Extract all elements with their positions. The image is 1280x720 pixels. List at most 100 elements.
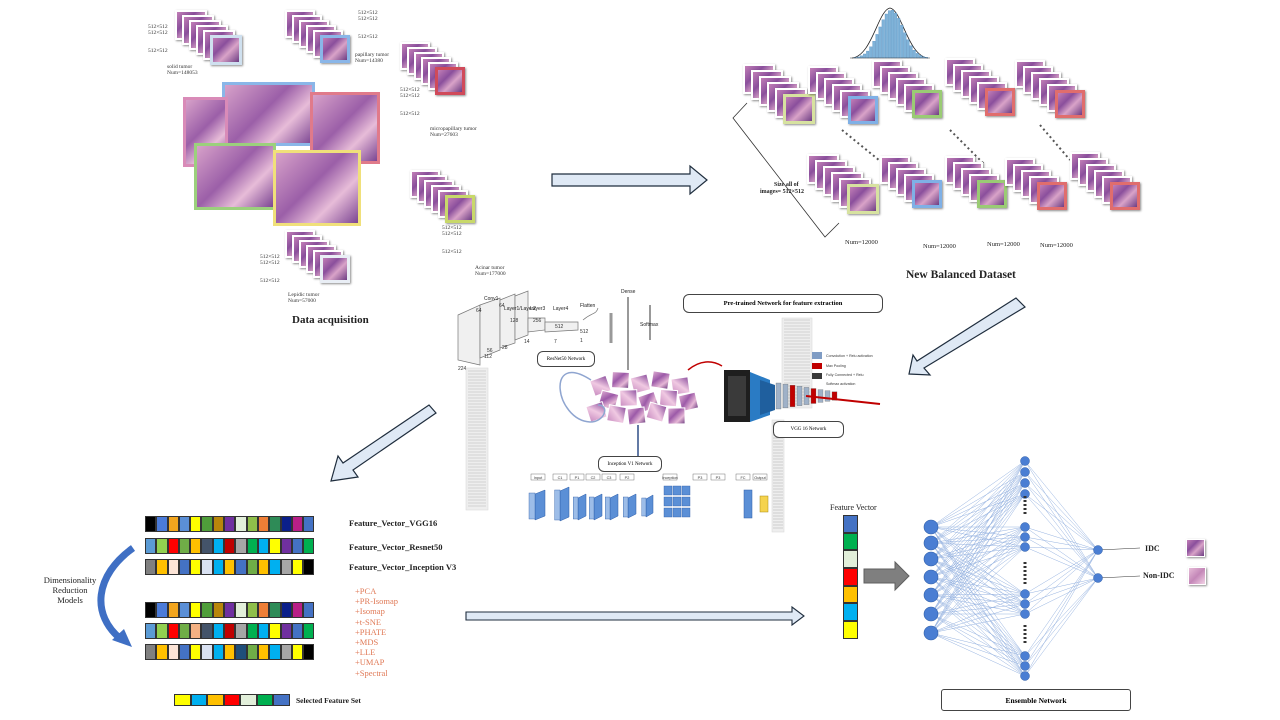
- inception-block-label: C2: [591, 476, 596, 480]
- resnet-layer-conv1: Conv1: [484, 296, 499, 302]
- dr-method: +UMAP: [355, 657, 385, 668]
- balanced-dotted-connectors: [841, 124, 1071, 166]
- feature-cell: [235, 623, 247, 639]
- tumor-num: Num=177000: [475, 271, 506, 277]
- feature-cell: [145, 623, 157, 639]
- hidden-node: [1020, 599, 1030, 609]
- tumor-size-text: 512×512: [442, 231, 462, 237]
- softmax-label: Softmax: [640, 322, 659, 328]
- selected-feature-cell: [174, 694, 191, 706]
- feature-cell: [280, 623, 292, 639]
- feature-cell: [167, 559, 179, 575]
- feature-cell: [280, 602, 292, 618]
- feature-cell: [224, 602, 236, 618]
- input-node: [923, 606, 939, 622]
- feature-cell: [167, 644, 179, 660]
- dimensionality-reduction-arrow: [97, 545, 136, 647]
- resnet-layer-4: Layer4: [553, 306, 569, 312]
- tumor-size-text: 512×512: [400, 93, 420, 99]
- dr-method: +MDS: [355, 637, 379, 648]
- tumor-label-papillary: papillary tumor Num=14380: [355, 52, 389, 64]
- feature-cell: [201, 644, 213, 660]
- balanced-size-note: Size all of images= 512×512: [760, 182, 804, 196]
- inception-block-tag: [735, 473, 751, 481]
- dimensionality-reduction-label: Dimensionality Reduction Models: [30, 575, 110, 605]
- feature-cell: [280, 516, 292, 532]
- resnet-dim-224: 224: [458, 366, 467, 372]
- tissue-thumbnail: [210, 35, 242, 65]
- tumor-label-acinar: Acinar tumor Num=177000: [475, 265, 506, 277]
- tissue-thumbnail: [435, 67, 465, 95]
- feature-cell: [303, 538, 315, 554]
- ellipsis-dots: [1023, 582, 1027, 584]
- dim-reduction-line: Reduction: [52, 585, 88, 595]
- resnet-dim-64a: 64: [476, 308, 482, 314]
- inception-block-label: FC: [740, 476, 745, 480]
- hidden-node: [1020, 532, 1030, 542]
- balanced-num-4: Num=12000: [1040, 242, 1073, 249]
- feature-cell: [201, 538, 213, 554]
- ellipsis-dots: [1023, 574, 1027, 576]
- feature-cell: [178, 644, 191, 660]
- selected-feature-cell: [190, 694, 207, 706]
- feature-vector-cell: [843, 568, 858, 586]
- hidden-node: [1020, 651, 1030, 661]
- feature-cell: [269, 559, 281, 575]
- feature-vector-cell: [843, 603, 858, 622]
- feature-cell: [269, 516, 281, 532]
- selected-feature-set-label: Selected Feature Set: [296, 696, 361, 705]
- tumor-size-text: 512×512: [442, 249, 462, 255]
- feature-cell: [212, 559, 225, 575]
- feature-vector-title: Feature Vector: [830, 503, 877, 512]
- feature-cell: [257, 644, 270, 660]
- hidden-node: [1020, 609, 1030, 619]
- size-note-line: images= 512×512: [760, 189, 805, 195]
- pretrained-network-box: Pre-trained Network for feature extracti…: [683, 294, 883, 313]
- resnet-dim-28: 28: [502, 345, 508, 351]
- tumor-name: Lepidic tumor: [288, 292, 320, 298]
- feature-cell: [167, 538, 179, 554]
- feature-cell: [303, 602, 315, 618]
- resnet-dim-512a: 512: [555, 324, 564, 330]
- ellipsis-dots: [1023, 504, 1027, 506]
- feature-cell: [145, 644, 157, 660]
- resnet-dim-112: 112: [484, 354, 492, 360]
- vgg-input-arrow: [687, 361, 723, 371]
- vgg-legend: Convolution + Relu activation Max Poolin…: [826, 354, 873, 386]
- tissue-thumbnail: [1055, 90, 1085, 118]
- feature-cell: [178, 623, 191, 639]
- flow-arrow-to-ensemble: [863, 560, 910, 592]
- tissue-thumbnail: [977, 180, 1007, 208]
- ellipsis-dots: [1023, 629, 1027, 631]
- feature-cell: [212, 538, 225, 554]
- ellipsis-dots: [1023, 570, 1027, 572]
- hidden-node: [1020, 671, 1030, 681]
- patch-cloud: [585, 370, 700, 426]
- feature-cell: [235, 559, 247, 575]
- hidden-node: [1020, 478, 1030, 488]
- inception-block-tag: [552, 473, 568, 481]
- balanced-distribution-histogram: [850, 7, 930, 59]
- vgg16-diagram: [724, 352, 881, 422]
- feature-cell: [269, 602, 281, 618]
- feature-cell: [156, 623, 168, 639]
- feature-cell: [291, 623, 304, 639]
- feature-cell: [178, 516, 191, 532]
- feature-cell: [201, 516, 213, 532]
- inception-block-label: P2: [625, 476, 630, 480]
- resnet-dim-512b: 512: [580, 329, 589, 335]
- feature-vector-vgg16-label: Feature_Vector_VGG16: [349, 518, 438, 528]
- output-node: [1093, 545, 1103, 555]
- dim-reduction-line: Models: [57, 595, 83, 605]
- vgg-legend-conv: Convolution + Relu activation: [826, 354, 873, 358]
- tumor-size-text: 512×512: [260, 278, 280, 284]
- inception-block-label: P3: [716, 476, 721, 480]
- tumor-sizes-papillary: 512×512 512×512 512×512: [358, 10, 378, 40]
- inception-block-label: Inception: [662, 476, 677, 480]
- feature-cell: [212, 602, 225, 618]
- feature-vector-resnet50-label: Feature_Vector_Resnet50: [349, 542, 443, 552]
- tumor-sizes-acinar: 512×512 512×512 512×512: [442, 225, 462, 255]
- dr-method: +Isomap: [355, 606, 385, 617]
